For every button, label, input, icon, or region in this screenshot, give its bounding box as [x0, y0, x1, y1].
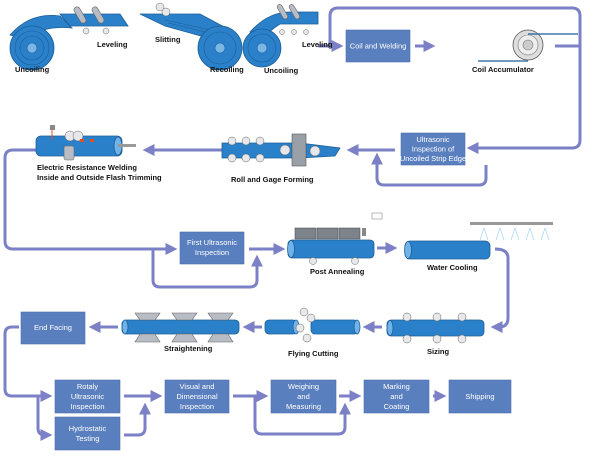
box-text: Coil and Welding: [350, 42, 407, 51]
illustration-labels: Uncoiling Leveling Slitting Recoiling Un…: [15, 35, 534, 358]
box-text: Inspection: [180, 402, 214, 411]
label-straightening: Straightening: [164, 344, 213, 353]
box-text: Uncoiled Strip Edge: [400, 154, 466, 163]
label-slitting: Slitting: [155, 35, 181, 44]
leveling-illustration-2: [276, 4, 309, 35]
box-hydrostatic-testing: Hydrostatic Testing: [54, 416, 121, 451]
label-flying-cutting: Flying Cutting: [288, 349, 339, 358]
sizing-illustration: [386, 312, 485, 344]
box-text: Visual and: [180, 382, 215, 391]
box-ultrasonic-strip-edge: Ultrasonic Inspection of Uncoiled Strip …: [400, 132, 466, 166]
box-text: Measuring: [286, 402, 321, 411]
box-text: Inspection: [195, 248, 229, 257]
box-text: End Facing: [34, 323, 72, 332]
label-water-cooling: Water Cooling: [427, 263, 478, 272]
label-coil-accumulator: Coil Accumulator: [472, 65, 534, 74]
arrow-ultrasonic-bypass: [371, 152, 488, 187]
arrow-erw-to-first-ultrasonic: [3, 148, 178, 255]
arrow-weighing-bypass: [253, 396, 351, 436]
arrow-end-facing-to-hydrostatic: [36, 396, 53, 441]
erw-illustration: [35, 125, 136, 161]
roll-forming-illustration: [221, 133, 341, 167]
box-text: Hydrostatic: [69, 424, 107, 433]
arrow-first-ultrasonic-bypass: [151, 249, 263, 289]
label-sizing: Sizing: [427, 347, 450, 356]
box-text: Ultrasonic: [71, 392, 105, 401]
box-text: Ultrasonic: [416, 135, 450, 144]
box-text: Rotaly: [77, 382, 99, 391]
uncoiling-illustration-1: [9, 15, 74, 71]
arrow-end-facing-to-rotaly: [3, 325, 53, 402]
box-text: Inspection of: [412, 145, 455, 154]
box-rotaly-ultrasonic: Rotaly Ultrasonic Inspection: [54, 379, 121, 414]
label-recoiling: Recoiling: [210, 65, 244, 74]
box-text: Weighing: [288, 382, 319, 391]
box-text: Marking: [383, 382, 410, 391]
post-annealing-illustration: [287, 212, 383, 265]
box-text: Inspection: [70, 402, 104, 411]
box-marking-coating: Marking and Coating: [363, 379, 430, 414]
box-text: First Ultrasonic: [187, 238, 237, 247]
label-erw-line-1: Electric Resistance Welding: [37, 163, 137, 172]
coil-accumulator-illustration: [478, 29, 578, 62]
box-text: Shipping: [465, 392, 494, 401]
box-coil-and-welding: Coil and Welding: [345, 29, 411, 63]
leveling-illustration-1: [59, 6, 129, 35]
label-post-annealing: Post Annealing: [310, 267, 365, 276]
arrow-loop-top: [327, 6, 582, 154]
box-weighing-measuring: Weighing and Measuring: [270, 379, 337, 414]
arrow-water-cooling-to-sizing: [490, 247, 510, 333]
label-leveling-1: Leveling: [97, 40, 128, 49]
box-visual-dimensional: Visual and Dimensional Inspection: [164, 379, 230, 414]
box-text: and: [297, 392, 310, 401]
box-text: Dimensional: [176, 392, 218, 401]
label-uncoiling-1: Uncoiling: [15, 65, 50, 74]
arrow-hydrostatic-to-visual: [124, 402, 151, 437]
box-end-facing: End Facing: [20, 311, 86, 345]
box-text: and: [390, 392, 403, 401]
label-roll-forming: Roll and Gage Forming: [231, 175, 314, 184]
straightening-illustration: [121, 312, 240, 343]
box-shipping: Shipping: [448, 379, 512, 414]
box-first-ultrasonic: First Ultrasonic Inspection: [179, 231, 245, 265]
uncoiling-illustration-2: [242, 11, 319, 68]
label-uncoiling-2: Uncoiling: [264, 66, 299, 75]
label-leveling-2: Leveling: [302, 40, 333, 49]
box-text: Coating: [384, 402, 410, 411]
flying-cutting-illustration: [264, 307, 361, 343]
flow-arrows: [3, 6, 582, 441]
box-text: Testing: [76, 434, 100, 443]
label-erw-line-2: Inside and Outside Flash Trimming: [37, 173, 162, 182]
slitting-recoiling-illustration: [139, 2, 243, 71]
water-cooling-illustration: [404, 222, 553, 260]
